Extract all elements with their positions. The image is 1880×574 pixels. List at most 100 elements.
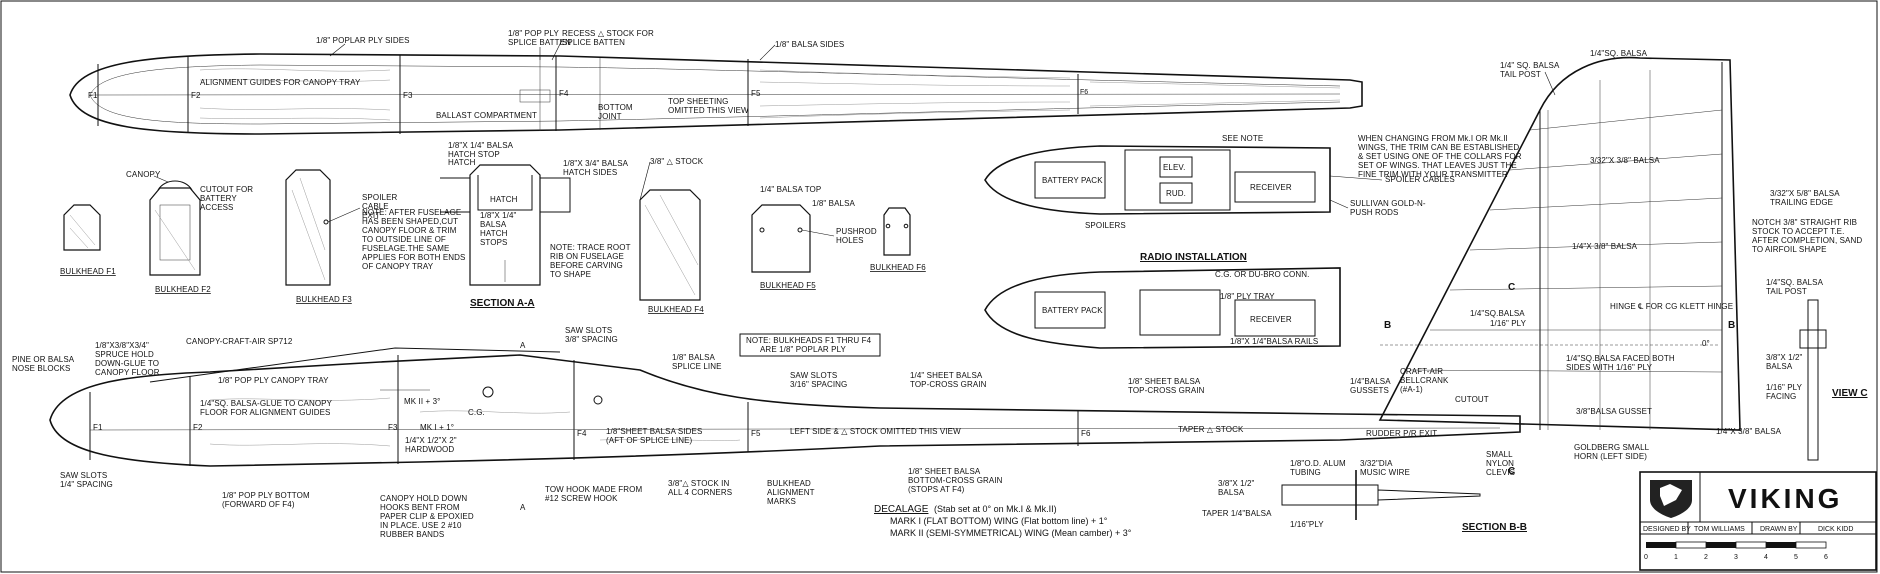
fin-notch: NOTCH 3/8" STRAIGHT RIB [1752,218,1857,227]
view-c-ply-1: 1/16" PLY [1766,383,1803,392]
mk1-angle: MK I + 1° [420,423,454,432]
note-after-line: CANOPY FLOOR & TRIM [362,226,457,235]
bulkhead-f3-label: BULKHEAD F3 [296,295,352,304]
see-note-label: SEE NOTE [1222,134,1263,143]
zero-degree: 0° [1702,339,1710,348]
pushrod-label-2: HOLES [836,236,864,245]
stops-1: 1/8"X 1/4" [480,211,517,220]
hatch-stop-2: HATCH STOP [448,150,500,159]
radio-side-view: BATTERY PACK RECEIVER C.G. OR DU-BRO CON… [984,267,1341,349]
battery-pack-side: BATTERY PACK [1042,306,1103,315]
view-c-balsa-2: BALSA [1766,362,1793,371]
align-marks-1: BULKHEAD [767,479,811,488]
hooks-line: PAPER CLIP & EPOXIED [380,512,474,521]
top-view-fuselage: F1 F2 F3 F4 F5 F6 1/8" POPLAR PLY SIDES … [69,29,1560,135]
drawer-name: DICK KIDD [1818,526,1853,533]
splice-batten-label-1: 1/8" POP PLY [508,29,559,38]
note-after-line: OF CANOPY TRAY [362,262,434,271]
recess-label-1: RECESS △ STOCK FOR [562,29,654,38]
top-sheeting-label-1: TOP SHEETING [668,97,728,106]
note-after-line: NOTE: AFTER FUSELAGE [362,208,461,217]
section-a-a: HATCH HATCH 1/8"X 1/4" BALSA HATCH STOP … [440,141,629,309]
saw-slots-c-2: 1/4" SPACING [60,480,113,489]
bb-taper: TAPER 1/4"BALSA [1202,509,1272,518]
scale-tick: 4 [1764,554,1768,561]
radio-note-line: WINGS, THE TRIM CAN BE ESTABLISHED [1358,143,1519,152]
spoiler-exit-1: SPOILER [362,193,398,202]
left-side-omitted: LEFT SIDE & △ STOCK OMITTED THIS VIEW [790,427,961,436]
view-c-title: VIEW C [1832,388,1868,399]
tail-post-label-1: 1/4" SQ. BALSA [1500,61,1560,70]
note-after-line: TO OUTSIDE LINE OF [362,235,446,244]
balsa-top-label: 1/4" BALSA TOP [760,185,821,194]
top-f5: F5 [751,89,761,98]
decalage-line2: MARK I (FLAT BOTTOM) WING (Flat bottom l… [890,516,1108,526]
side-view-labels: 1/8"X3/8"X3/4" SPRUCE HOLD DOWN-GLUE TO … [12,326,1244,539]
ply-tray-label: 1/8" PLY TRAY [1220,292,1275,301]
battery-pack-top: BATTERY PACK [1042,176,1103,185]
bulkhead-f1-label: BULKHEAD F1 [60,267,116,276]
bulkhead-f5: 1/4" BALSA TOP 1/8" BALSA PUSHROD HOLES … [751,185,877,290]
bulkhead-f1: BULKHEAD F1 [60,204,116,276]
sheet-top-2: TOP-CROSS GRAIN [910,380,987,389]
fin-gussets-1: 1/4"BALSA [1350,377,1391,386]
fin-spar: 1/4"X 3/8" BALSA [1572,242,1638,251]
spoilers-label: SPOILERS [1085,221,1126,230]
bulkhead-f2-label: BULKHEAD F2 [155,285,211,294]
fin-notch: TO AIRFOIL SHAPE [1752,245,1827,254]
tow-hook-2: #12 SCREW HOOK [545,494,618,503]
splice-line-2: SPLICE LINE [672,362,722,371]
nylon-1: SMALL [1486,450,1513,459]
spruce-hold-4: CANOPY FLOOR [95,368,160,377]
balsa-sides-aft-2: (AFT OF SPLICE LINE) [606,436,693,445]
bulkhead-f2: CANOPY CUTOUT FOR BATTERY ACCESS BULKHEA… [126,170,253,294]
balsa-eighth-label: 1/8" BALSA [812,199,856,208]
bb-alum-1: 1/8"O.D. ALUM [1290,459,1346,468]
goldberg-2: HORN (LEFT SIDE) [1574,452,1647,461]
saw-slots-a-1: SAW SLOTS [565,326,612,335]
scale-tick: 6 [1824,554,1828,561]
crest-icon [1650,480,1692,518]
canopy-craft-air: CANOPY-CRAFT-AIR SP712 [186,337,293,346]
hooks-line: HOOKS BENT FROM [380,503,460,512]
sullivan-label-1: SULLIVAN GOLD-N- [1350,199,1426,208]
title-viking: VIKING [1728,483,1842,514]
rud-servo: RUD. [1166,189,1186,198]
scale-tick: 5 [1794,554,1798,561]
fin-rib: 3/32"X 3/8" BALSA [1590,156,1660,165]
pine-nose-2: NOSE BLOCKS [12,364,70,373]
fin-spar2: 1/4"X 3/8" BALSA [1716,427,1782,436]
scale-bar: 0 1 2 3 4 5 6 [1644,541,1828,561]
hatch-inner-label: HATCH [490,195,518,204]
note-trace-line: NOTE: TRACE ROOT [550,243,631,252]
fin-balsa-gusset: 3/8"BALSA GUSSET [1576,407,1652,416]
tail-post-label-2: TAIL POST [1500,70,1541,79]
bb-balsa-2: BALSA [1218,488,1245,497]
elev-servo: ELEV. [1163,163,1185,172]
section-b-left: B [1384,320,1391,331]
sq-balsa-glue-2: FLOOR FOR ALIGNMENT GUIDES [200,408,330,417]
fin-sq-balsa: 1/4"SQ. BALSA [1590,49,1648,58]
side-f2: F2 [193,423,203,432]
top-f3: F3 [403,91,413,100]
drawn-by-label: DRAWN BY [1760,526,1798,533]
view-c-balsa-1: 3/8"X 1/2" [1766,353,1803,362]
cutout-label-1: CUTOUT FOR [200,185,253,194]
ply-bottom-2: (FORWARD OF F4) [222,500,295,509]
bellcrank-3: (#A-1) [1400,385,1423,394]
taper-stock: TAPER △ STOCK [1178,425,1244,434]
section-bb-title: SECTION B-B [1462,522,1527,533]
stops-4: STOPS [480,238,507,247]
hatch-label: HATCH [448,158,476,167]
designer-name: TOM WILLIAMS [1694,526,1745,533]
tow-hook-1: TOW HOOK MADE FROM [545,485,642,494]
top-f6: F6 [1080,89,1088,96]
bb-ply: 1/16"PLY [1290,520,1324,529]
note-trace-line: TO SHAPE [550,270,591,279]
bulkhead-f6-label: BULKHEAD F6 [870,263,926,272]
view-c-post-2: TAIL POST [1766,287,1807,296]
section-b-right: B [1728,320,1735,331]
fin-faced-1: 1/4"SQ.BALSA FACED BOTH [1566,354,1675,363]
section-b-b: 1/8"O.D. ALUM TUBING 3/32"DIA MUSIC WIRE… [1202,459,1527,533]
